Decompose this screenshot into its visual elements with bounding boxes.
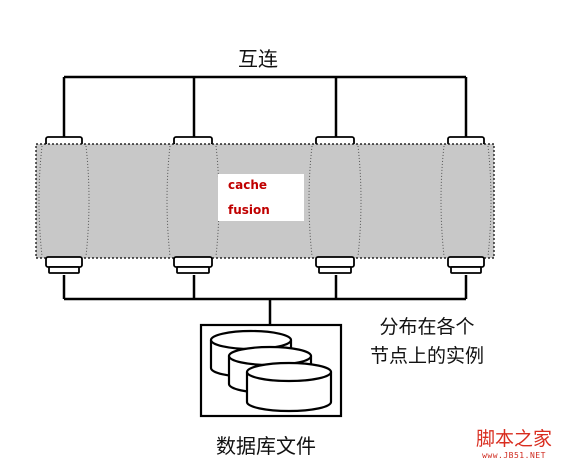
watermark-url: www.JB51.NET — [482, 451, 546, 460]
interconnect-bus — [62, 75, 468, 140]
node-bottom-connectors — [45, 256, 485, 274]
node-4-bottom-connector — [447, 256, 485, 268]
database-cylinder-3 — [245, 361, 333, 413]
node-1-bottom-connector — [45, 256, 83, 268]
storage-bus — [62, 275, 468, 325]
cache-fusion-label-box: cache fusion — [218, 174, 304, 221]
distributed-instances-label: 分布在各个 节点上的实例 — [370, 313, 484, 371]
site-watermark: 脚本之家 www.JB51.NET — [470, 428, 558, 462]
node-3-bottom-connector — [315, 256, 355, 268]
interconnect-label: 互连 — [238, 47, 278, 71]
database-files-label: 数据库文件 — [216, 434, 316, 458]
node-2-bottom-connector — [173, 256, 213, 268]
cache-fusion-label-line1: cache — [228, 178, 268, 192]
database-storage — [199, 323, 343, 418]
distributed-instances-label-line1: 分布在各个 — [379, 316, 475, 338]
watermark-text: 脚本之家 — [475, 428, 552, 450]
distributed-instances-label-line2: 节点上的实例 — [370, 345, 485, 367]
cache-fusion-label-line2: fusion — [228, 203, 270, 217]
